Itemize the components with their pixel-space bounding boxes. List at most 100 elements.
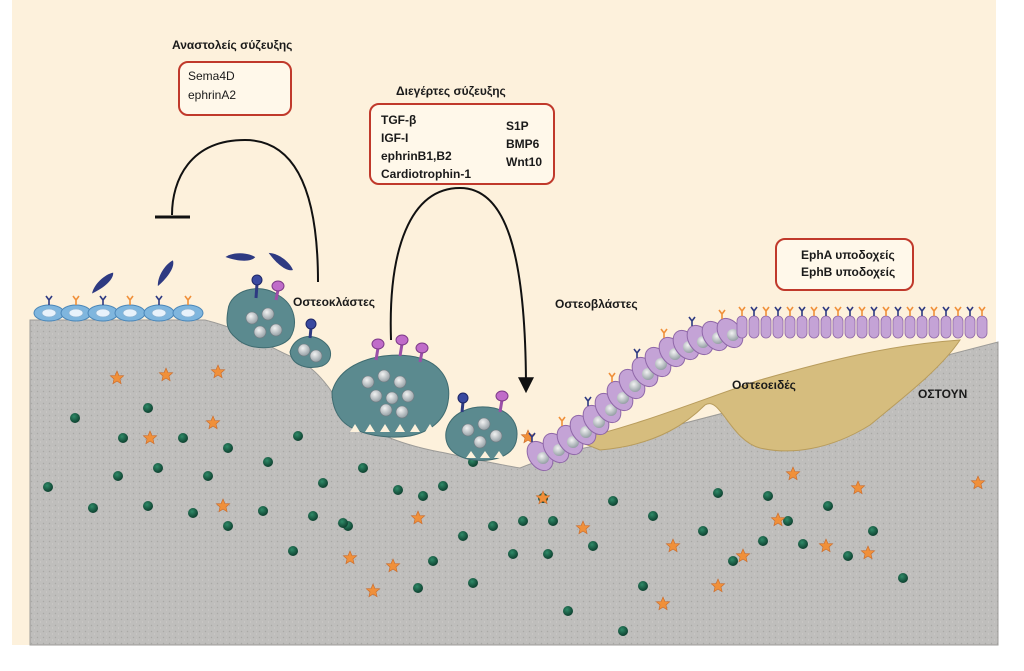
stimulator-tgf-beta-label: TGF-β: [381, 113, 417, 127]
osteoblast-receptor: [718, 309, 726, 319]
osteoclast-nucleus: [369, 389, 383, 403]
igf-particle: [153, 463, 163, 473]
igf-particle: [288, 546, 298, 556]
tgf-beta-particle: [142, 430, 158, 445]
igf-particle: [638, 581, 648, 591]
igf-particle: [70, 413, 80, 423]
stimulators-title: Διεγέρτες σύζευξης: [396, 84, 506, 98]
ephrinB-ligand: [371, 338, 385, 350]
ruffled-border: [480, 451, 490, 458]
ephrinB-ligand: [495, 390, 509, 402]
osteoclast-body: [445, 406, 518, 461]
osteoclast-nucleus: [395, 405, 409, 419]
osteoclast-nucleus: [461, 423, 475, 437]
lining-cell-nucleus: [151, 308, 167, 318]
igf-particle: [488, 521, 498, 531]
osteoclast-layer: [226, 274, 518, 461]
ruffled-border: [466, 451, 476, 458]
ruffled-border: [395, 424, 405, 432]
ephrinB-ligand-stalk: [274, 289, 280, 301]
flat-osteoblast-receptor: [846, 306, 854, 316]
flat-osteoblast-receptor: [738, 306, 746, 316]
flat-osteoblast-receptor: [786, 306, 794, 316]
flat-osteoblast-receptor: [870, 306, 878, 316]
igf-particle: [823, 501, 833, 511]
tgf-beta-particle: [970, 475, 986, 490]
ephrinB-ligand: [395, 334, 409, 346]
flat-osteoblast-cell: [772, 315, 784, 339]
ruffled-border: [494, 451, 504, 458]
ruffled-border: [425, 424, 435, 432]
flat-osteoblast-receptor: [750, 306, 758, 316]
flat-osteoblast-receptor: [834, 306, 842, 316]
lining-cell-nucleus: [95, 308, 111, 318]
tgf-beta-particle: [818, 538, 834, 553]
ephrin-ligand: [457, 392, 469, 404]
flat-osteoblast-cell: [964, 315, 976, 339]
flat-osteoblast-receptor: [966, 306, 974, 316]
igf-particle: [413, 583, 423, 593]
flat-osteoblast-receptor: [930, 306, 938, 316]
osteoblast-nucleus: [727, 329, 739, 341]
flat-osteoblast-cell: [880, 315, 892, 339]
flat-osteoblast-cell: [808, 315, 820, 339]
flat-osteoblast-cell: [892, 315, 904, 339]
flat-osteoblast-cell: [952, 315, 964, 339]
osteoblast-nucleus: [537, 452, 549, 464]
osteoclast-nucleus: [489, 429, 503, 443]
tgf-beta-particle: [210, 364, 226, 379]
ruffled-border: [365, 424, 375, 432]
osteoblast-receptor: [528, 432, 536, 442]
igf-particle: [338, 518, 348, 528]
tgf-beta-particle: [710, 578, 726, 593]
ephrinB-ligand: [271, 280, 285, 292]
ephB-receptor-label: EphB υποδοχείς: [801, 265, 896, 279]
osteoclast-nucleus: [245, 311, 259, 325]
tgf-beta-particle: [158, 367, 174, 382]
osteoblasts-label: Οστεοβλάστες: [555, 297, 638, 311]
ephrinB-ligand-stalk: [374, 347, 380, 361]
igf-particle: [178, 433, 188, 443]
stimulator-ephrinB-label: ephrinB1,B2: [381, 149, 452, 163]
igf-particle: [713, 488, 723, 498]
igf-particle: [143, 501, 153, 511]
osteoclast-nucleus: [269, 323, 283, 337]
tgf-beta-particle: [342, 550, 358, 565]
tgf-beta-particle: [735, 548, 751, 563]
igf-particle: [88, 503, 98, 513]
ruffled-border: [350, 424, 360, 432]
osteoclast-nucleus: [401, 389, 415, 403]
igf-particle: [203, 471, 213, 481]
flat-osteoblast-receptor: [906, 306, 914, 316]
lining-cells: [33, 295, 204, 322]
tgf-beta-particle: [535, 490, 551, 505]
tgf-beta-particle: [109, 370, 125, 385]
lining-cell-receptor: [184, 295, 192, 305]
ephrin-ligand-stalk: [460, 401, 465, 413]
igf-particle: [798, 539, 808, 549]
flat-osteoblast-receptor: [978, 306, 986, 316]
osteoblast-nucleus: [629, 380, 641, 392]
igf-particle: [118, 433, 128, 443]
igf-particle: [618, 626, 628, 636]
osteoclast-nucleus: [261, 307, 275, 321]
osteoclast-nucleus: [473, 435, 487, 449]
inhibitor-sema4d-label: Sema4D: [188, 69, 235, 83]
bone-particles: [43, 364, 986, 636]
igf-particle: [518, 516, 528, 526]
tgf-beta-particle: [385, 558, 401, 573]
igf-particle: [308, 511, 318, 521]
flat-osteoblast-receptor: [798, 306, 806, 316]
flat-osteoblast-receptor: [882, 306, 890, 316]
tgf-beta-particle: [785, 466, 801, 481]
stimulator-wnt10-label: Wnt10: [506, 155, 542, 169]
inhibitors-title: Αναστολείς σύζευξης: [172, 38, 293, 52]
igf-particle: [783, 516, 793, 526]
osteoclast-1: [226, 274, 295, 349]
igf-particle: [428, 556, 438, 566]
free-sema4d-molecule: [225, 253, 256, 261]
osteoclast-4: [445, 390, 518, 461]
tgf-beta-particle: [850, 480, 866, 495]
osteoclast-2: [289, 318, 331, 368]
